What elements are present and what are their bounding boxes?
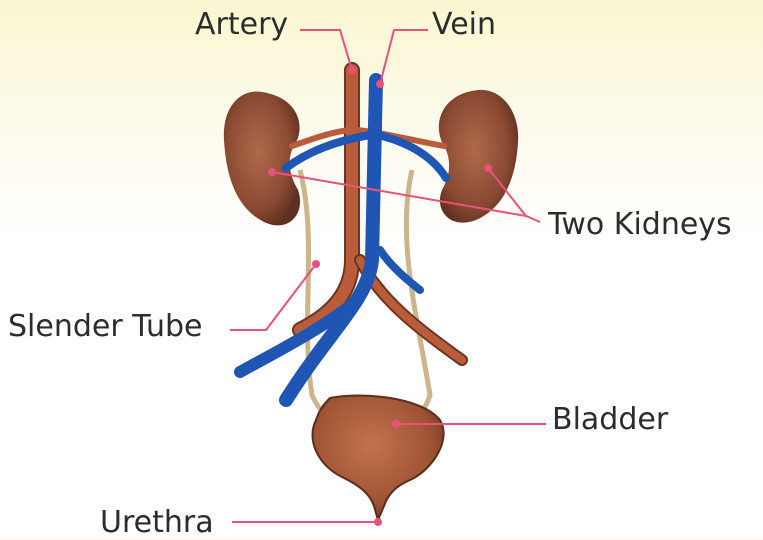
artery-label: Artery [195, 10, 288, 40]
artery-dot [348, 66, 356, 74]
right-ureter [405, 170, 430, 425]
bladder [312, 396, 443, 520]
left-kidney [224, 92, 300, 226]
artery-pointer [300, 30, 352, 70]
vein-dot [376, 80, 384, 88]
left-kidney-dot [268, 168, 276, 176]
kidneys-label: Two Kidneys [548, 210, 732, 240]
vein-pointer [380, 30, 428, 84]
bladder-label: Bladder [552, 405, 668, 435]
tube-dot [312, 260, 320, 268]
urethra-label: Urethra [100, 508, 214, 538]
slender-tube-label: Slender Tube [8, 312, 203, 342]
urethra-dot [374, 518, 382, 526]
right-kidney-dot [484, 164, 492, 172]
vein-label: Vein [432, 10, 496, 40]
bladder-dot [392, 420, 400, 428]
